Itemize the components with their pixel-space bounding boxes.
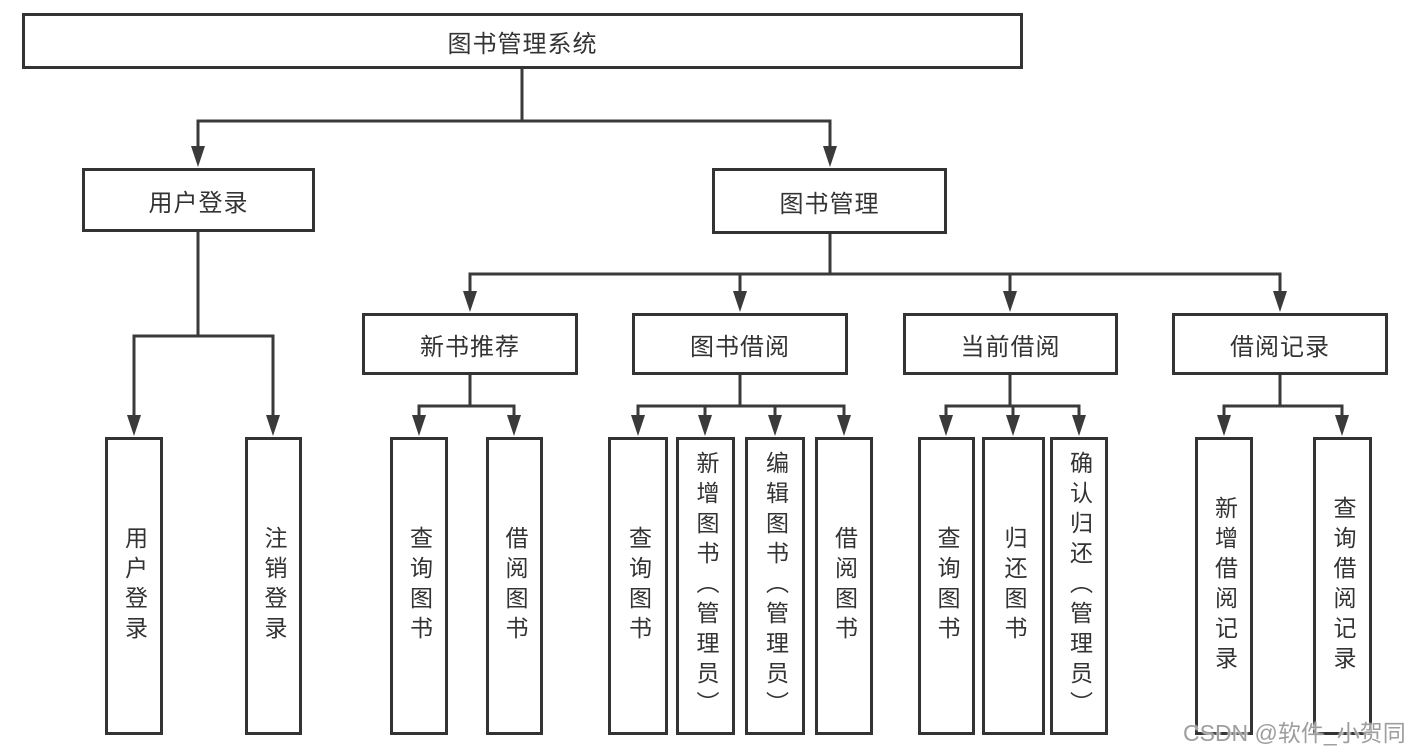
csdn-watermark: CSDN @软件_小贺同学 <box>1183 720 1405 746</box>
arrowhead <box>1072 415 1086 436</box>
connector-newbook-to-leaves <box>417 373 516 420</box>
arrowhead <box>463 291 477 312</box>
leaf-confirm-return-admin: 确认归还（管理员） <box>1050 437 1108 735</box>
leaf-add-book-admin: 新增图书（管理员） <box>676 437 735 735</box>
connector-mgmt-to-level2 <box>468 232 1282 297</box>
arrowhead <box>1003 291 1017 312</box>
arrowhead <box>412 415 426 436</box>
node-new-book-recommendation: 新书推荐 <box>362 313 578 375</box>
node-current-borrowing: 当前借阅 <box>903 313 1118 375</box>
arrowhead <box>698 415 712 436</box>
arrowhead <box>837 415 851 436</box>
leaf-borrow-books-recommend: 借阅图书 <box>486 437 543 735</box>
node-user-login: 用户登录 <box>82 168 315 232</box>
node-book-borrowing: 图书借阅 <box>632 313 848 375</box>
arrowhead <box>1217 415 1231 436</box>
node-label: 编辑图书（管理员） <box>762 451 789 721</box>
node-book-management: 图书管理 <box>712 168 947 234</box>
connector-records-to-leaves <box>1222 373 1344 420</box>
leaf-logout: 注销登录 <box>245 437 302 735</box>
arrowhead <box>127 415 141 436</box>
node-label: 查询图书 <box>406 526 433 646</box>
node-label: 确认归还（管理员） <box>1066 451 1093 721</box>
arrowhead <box>1335 415 1349 436</box>
arrowhead <box>823 146 837 167</box>
arrowhead <box>507 415 521 436</box>
leaf-return-books: 归还图书 <box>982 437 1045 735</box>
arrowhead <box>939 415 953 436</box>
node-label: 图书管理系统 <box>447 30 598 58</box>
connector-root-to-level1 <box>196 67 832 152</box>
leaf-query-books-borrowing: 查询图书 <box>608 437 668 735</box>
node-label: 借阅记录 <box>1230 333 1330 361</box>
node-label: 用户登录 <box>121 526 148 646</box>
node-label: 新增图书（管理员） <box>693 451 719 721</box>
node-library-management-system: 图书管理系统 <box>22 13 1023 69</box>
arrowhead <box>1006 415 1020 436</box>
leaf-user-login: 用户登录 <box>105 437 163 735</box>
node-label: 图书借阅 <box>690 333 790 361</box>
node-label: 借阅图书 <box>831 526 858 646</box>
node-label: 借阅图书 <box>502 526 528 646</box>
leaf-query-books-recommend: 查询图书 <box>390 437 448 735</box>
leaf-edit-book-admin: 编辑图书（管理员） <box>745 437 805 735</box>
node-label: 新增借阅记录 <box>1211 496 1238 676</box>
leaf-query-borrow-record: 查询借阅记录 <box>1313 437 1372 735</box>
node-label: 查询图书 <box>934 526 960 646</box>
leaf-query-books-current: 查询图书 <box>918 437 975 735</box>
node-label: 图书管理 <box>779 190 880 218</box>
node-label: 用户登录 <box>148 189 249 217</box>
node-label: 归还图书 <box>1001 526 1027 646</box>
arrowhead <box>1273 291 1287 312</box>
connector-borrow-to-leaves <box>636 373 846 420</box>
node-borrowing-records: 借阅记录 <box>1172 313 1388 375</box>
arrowhead <box>631 415 645 436</box>
node-label: 查询图书 <box>625 526 652 646</box>
node-label: 新书推荐 <box>420 333 520 361</box>
connector-login-to-leaves <box>132 230 275 420</box>
connector-current-to-leaves <box>944 373 1081 420</box>
node-label: 当前借阅 <box>960 333 1061 361</box>
leaf-borrow-books-borrowing: 借阅图书 <box>815 437 873 735</box>
arrowhead <box>768 415 782 436</box>
arrowhead <box>266 415 280 436</box>
node-label: 查询借阅记录 <box>1330 496 1356 676</box>
arrowhead <box>733 291 747 312</box>
node-label: 注销登录 <box>261 526 287 646</box>
leaf-add-borrow-record: 新增借阅记录 <box>1195 437 1253 735</box>
arrowhead <box>191 146 205 167</box>
